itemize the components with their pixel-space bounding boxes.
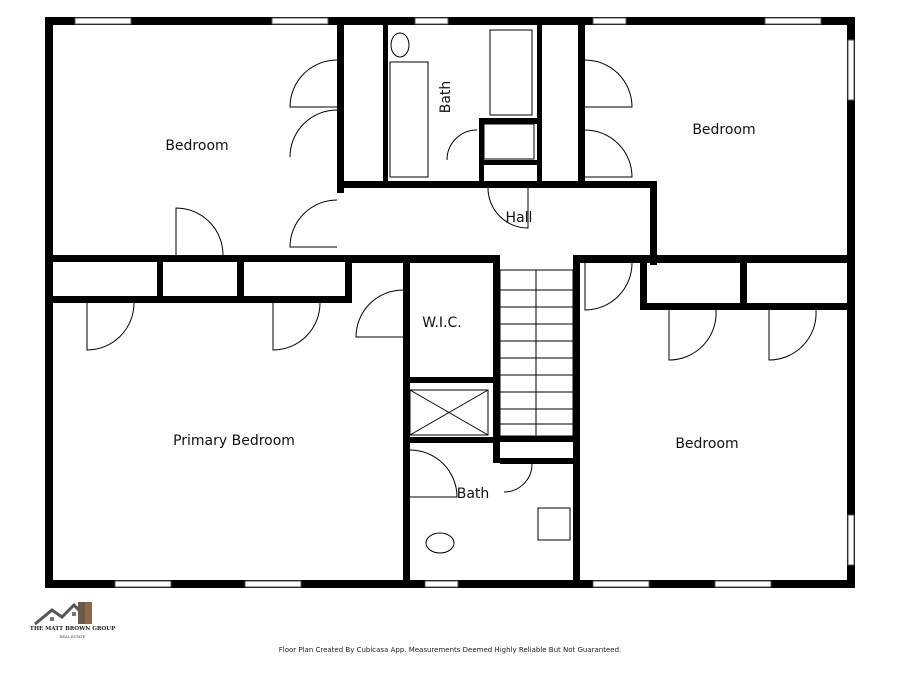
company-logo xyxy=(34,602,92,626)
footer-disclaimer: Floor Plan Created By Cubicasa App. Meas… xyxy=(278,646,622,654)
fixtures xyxy=(389,29,571,554)
room-label-bath-bottom: Bath xyxy=(457,486,490,502)
room-label-bedroom-bottom-right: Bedroom xyxy=(675,436,738,452)
doors xyxy=(86,59,817,498)
room-label-primary-bedroom: Primary Bedroom xyxy=(173,433,295,449)
room-labels: Bedroom Bath Bedroom Hall W.I.C. Primary… xyxy=(165,81,755,502)
room-label-bath-top: Bath xyxy=(438,81,454,114)
stairs xyxy=(499,269,574,437)
logo-subtitle: REAL ESTATE xyxy=(59,635,86,639)
room-label-bedroom-top-right: Bedroom xyxy=(692,122,755,138)
room-label-hall: Hall xyxy=(506,210,533,226)
room-label-wic: W.I.C. xyxy=(422,315,462,331)
logo-name: THE MATT BROWN GROUP xyxy=(29,626,116,632)
windows xyxy=(74,17,855,588)
room-label-bedroom-top-left: Bedroom xyxy=(165,138,228,154)
